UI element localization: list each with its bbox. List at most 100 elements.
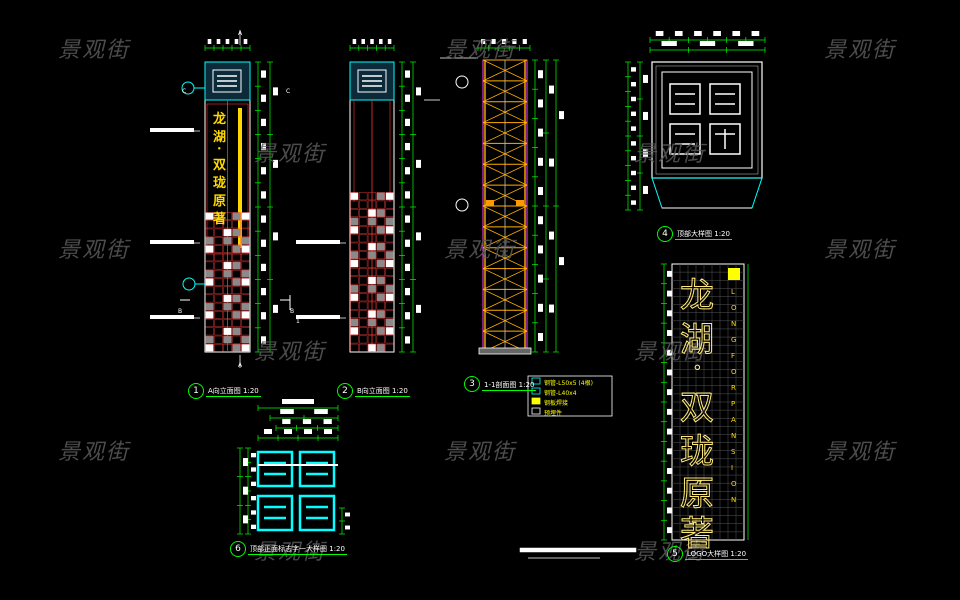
dimension-text — [667, 349, 672, 356]
steel-brace — [482, 309, 528, 332]
dimension-text — [538, 70, 543, 79]
watermark: 景观街 — [58, 38, 131, 63]
checker-tile — [376, 293, 385, 302]
section-callout — [455, 198, 469, 212]
checker-tile — [214, 327, 223, 336]
checker-tile — [350, 327, 359, 335]
view-caption-1: A向立面图 1:20 — [206, 387, 261, 397]
checker-tile — [359, 225, 368, 234]
checker-tile — [350, 335, 359, 344]
checker-tile — [385, 251, 394, 260]
checker-tile — [232, 253, 241, 262]
checker-tile — [376, 276, 385, 285]
foundation — [478, 347, 532, 355]
logo-side-letter: S — [731, 448, 736, 456]
dimension-text — [667, 487, 672, 494]
checker-tile — [232, 245, 241, 253]
checker-tile — [205, 220, 214, 229]
checker-tile — [241, 335, 250, 344]
checker-tile — [359, 276, 368, 285]
checker-tile — [385, 192, 394, 201]
embed-plate — [516, 200, 524, 206]
checker-tile — [214, 319, 223, 327]
checker-tile — [232, 212, 241, 220]
checker-tile — [232, 319, 241, 327]
checker-tile — [223, 344, 232, 352]
dimension-text — [631, 81, 636, 87]
legend-item: 钢板焊接 — [544, 400, 569, 407]
checker-tile — [232, 344, 241, 352]
checker-tile — [385, 327, 394, 335]
checker-tile — [367, 242, 377, 251]
logo-side-letter: O — [731, 368, 737, 376]
checker-tile — [367, 217, 377, 226]
dimension-text — [538, 333, 543, 342]
checker-tile — [241, 344, 250, 352]
checker-tile — [376, 284, 385, 293]
logo-large-char: 珑 — [680, 432, 715, 473]
dimension-text — [251, 524, 256, 529]
dimension-text — [261, 287, 266, 296]
checker-tile — [376, 200, 385, 209]
view-caption-5: LOGO大样图 1:20 — [685, 550, 749, 560]
legend-swatch — [531, 377, 541, 385]
dimension-text — [243, 486, 248, 495]
checker-tile — [350, 225, 359, 234]
dimension-text — [243, 39, 248, 44]
dimension-text — [667, 428, 672, 435]
checker-tile — [359, 310, 368, 319]
legend-swatch — [531, 407, 541, 415]
checker-tile — [376, 234, 385, 243]
view-number-1: 1 — [188, 383, 204, 399]
dimension-text — [751, 31, 760, 36]
checker-tile — [232, 278, 241, 286]
dimension-text — [738, 41, 754, 46]
dimension-text — [643, 74, 648, 83]
checker-tile — [232, 335, 241, 344]
dimension-text — [416, 232, 421, 241]
dimension-text — [512, 39, 517, 44]
section-callout — [182, 277, 196, 291]
checker-tile — [205, 327, 214, 336]
checker-tile — [232, 311, 241, 319]
dimension-text — [481, 39, 486, 44]
sign-char: 湖 — [213, 130, 227, 145]
leader-text — [296, 315, 340, 319]
dimension-text — [251, 453, 256, 458]
checker-tile — [359, 327, 368, 335]
dimension-text — [261, 94, 266, 102]
logo-mark — [728, 268, 740, 280]
logo-side-letter: A — [731, 416, 736, 424]
checker-tile — [359, 209, 368, 217]
dimension-text — [361, 39, 365, 44]
dimension-text — [216, 39, 221, 44]
legend-box — [527, 375, 613, 417]
checker-tile — [214, 294, 223, 303]
dimension-text — [631, 111, 636, 117]
dimension-text — [261, 142, 266, 151]
checker-tile — [385, 242, 394, 251]
checker-tile — [232, 261, 241, 270]
marker-c-right: C — [286, 88, 291, 95]
sign-face-glyph — [256, 450, 294, 488]
dimension-text — [667, 389, 672, 396]
checker-tile — [385, 318, 394, 327]
checker-tile — [376, 192, 385, 201]
checker-tile — [214, 335, 223, 344]
dimension-text — [667, 408, 672, 415]
checker-tile — [367, 200, 377, 209]
sign-char: 著 — [213, 212, 227, 227]
dimension-text — [261, 167, 266, 175]
logo-side-letter: G — [731, 336, 737, 344]
logo-side-letter: N — [731, 496, 737, 504]
checker-tile — [205, 286, 214, 295]
dimension-text — [538, 216, 543, 225]
dimension-text — [538, 245, 543, 254]
checker-tile — [367, 343, 377, 352]
checker-tile — [367, 251, 377, 260]
dimension-text — [251, 510, 256, 515]
checker-tile — [376, 327, 385, 335]
checker-tile — [350, 318, 359, 327]
dimension-text — [387, 39, 392, 44]
checker-tile — [376, 335, 385, 344]
